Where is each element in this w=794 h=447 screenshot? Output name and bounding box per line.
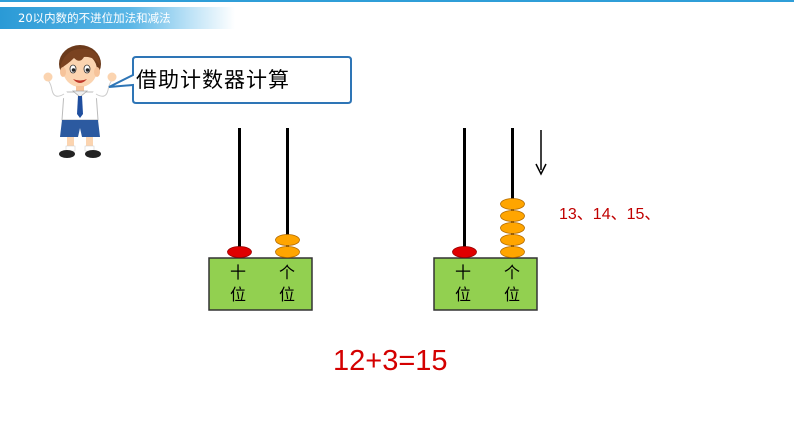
abacus-left: 十 位 个 位 [208,128,318,313]
speech-bubble-text: 借助计数器计算 [136,68,290,92]
abacus-right: 十 位 个 位 [433,128,543,313]
title-bar: 20以内数的不进位加法和减法 [0,7,235,29]
ones-bead [275,246,300,258]
abacus-left-graphic [208,128,313,311]
tens-label-top: 十 [454,263,471,282]
tens-bead [452,246,477,258]
tens-label-bottom: 位 [229,285,246,304]
abacus-right-graphic [433,128,538,311]
tens-label-top: 十 [229,263,246,282]
ones-bead [275,234,300,246]
ones-bead [500,222,525,234]
ones-bead [500,234,525,246]
tens-label-bottom: 位 [454,285,471,304]
ones-bead [500,210,525,222]
ones-bead [500,246,525,258]
boy-icon [43,45,117,158]
page-title: 20以内数的不进位加法和减法 [18,11,171,25]
ones-label-top: 个 [278,263,295,282]
ones-label-bottom: 位 [278,285,295,304]
equation: 12+3=15 [333,345,448,377]
tens-bead [227,246,252,258]
down-arrow-icon [535,130,547,176]
speech-bubble [108,56,352,104]
ones-label-top: 个 [503,263,520,282]
top-border [0,0,794,2]
ones-label-bottom: 位 [503,285,520,304]
counting-text: 13、14、15、 [559,206,661,223]
ones-bead [500,198,525,210]
